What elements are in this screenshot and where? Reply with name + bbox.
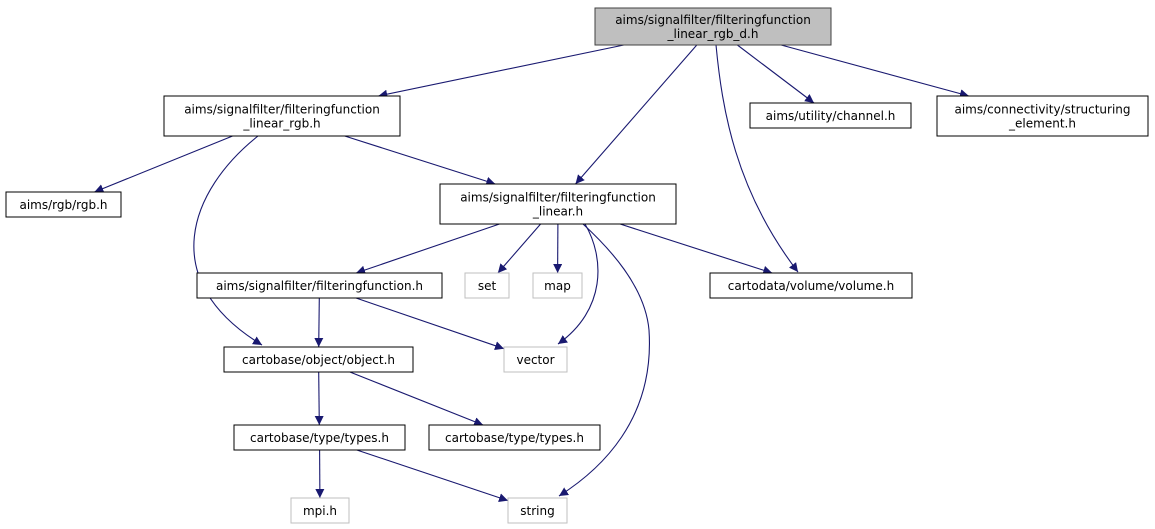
node-channel[interactable]: aims/utility/channel.h [749, 102, 912, 129]
node-label: aims/signalfilter/filteringfunction [460, 191, 656, 205]
node-set: set [464, 272, 510, 299]
node-label: map [544, 279, 571, 293]
node-label: aims/connectivity/structuring [954, 103, 1130, 117]
node-box [464, 272, 510, 299]
edge-root-to-volume [715, 44, 799, 273]
node-box [709, 272, 913, 299]
node-label: _element.h [1008, 117, 1076, 131]
node-label: _linear_rgb_d.h [667, 27, 759, 41]
edge-root-to-ff_linear [575, 44, 698, 185]
node-mpi: mpi.h [290, 497, 350, 524]
edge-ff_linear-to-set [497, 223, 542, 274]
nodes-layer: aims/signalfilter/filteringfunction_line… [5, 7, 1149, 524]
node-label: aims/rgb/rgb.h [19, 198, 107, 212]
node-label: aims/signalfilter/filteringfunction [615, 13, 811, 27]
edge-object-to-types2 [349, 371, 484, 426]
node-label: cartobase/type/types.h [250, 431, 389, 445]
node-label: cartobase/object/object.h [242, 353, 395, 367]
node-types1[interactable]: cartobase/type/types.h [233, 424, 406, 451]
node-string: string [507, 497, 568, 524]
edge-ff_linear-to-ff [355, 223, 500, 275]
node-label: string [520, 504, 554, 518]
node-box [233, 424, 406, 451]
edge-types1-to-string [356, 449, 509, 503]
node-label: _linear.h [532, 205, 583, 219]
node-vector: vector [503, 346, 568, 373]
edge-ff_linear-to-string [558, 223, 650, 497]
node-box [223, 346, 414, 373]
node-rgb[interactable]: aims/rgb/rgb.h [5, 191, 122, 218]
edge-ff_linear_rgb-to-object [193, 135, 263, 346]
node-box [507, 497, 568, 524]
edge-ff-to-object [314, 297, 324, 348]
node-label: set [478, 279, 497, 293]
node-box [749, 102, 912, 129]
edge-ff_linear_rgb-to-rgb [94, 135, 233, 193]
edge-root-to-channel [737, 44, 815, 104]
node-object[interactable]: cartobase/object/object.h [223, 346, 414, 373]
node-box [163, 95, 401, 137]
node-ff_linear[interactable]: aims/signalfilter/filteringfunction_line… [439, 183, 677, 225]
node-types2[interactable]: cartobase/type/types.h [428, 424, 601, 451]
node-box [5, 191, 122, 218]
node-box [439, 183, 677, 225]
node-volume[interactable]: cartodata/volume/volume.h [709, 272, 913, 299]
node-root[interactable]: aims/signalfilter/filteringfunction_line… [594, 7, 832, 46]
node-label: mpi.h [303, 504, 337, 518]
node-ff[interactable]: aims/signalfilter/filteringfunction.h [196, 272, 443, 299]
node-ff_linear_rgb[interactable]: aims/signalfilter/filteringfunction_line… [163, 95, 401, 137]
edges-layer [94, 44, 970, 503]
node-label: aims/utility/channel.h [766, 109, 896, 123]
node-label: vector [516, 353, 554, 367]
node-label: _linear_rgb.h [242, 117, 320, 131]
node-label: aims/signalfilter/filteringfunction [184, 103, 380, 117]
node-box [532, 272, 583, 299]
node-box [936, 95, 1149, 137]
node-box [290, 497, 350, 524]
edge-ff-to-vector [355, 297, 505, 351]
node-label: aims/signalfilter/filteringfunction.h [216, 279, 423, 293]
edge-ff_linear-to-volume [619, 223, 773, 275]
edge-object-to-types1 [314, 371, 324, 426]
node-box [594, 7, 832, 46]
edge-ff_linear_rgb-to-ff_linear [344, 135, 496, 186]
node-structuring[interactable]: aims/connectivity/structuring_element.h [936, 95, 1149, 137]
node-label: cartodata/volume/volume.h [728, 279, 894, 293]
edge-root-to-structuring [780, 44, 970, 98]
node-map: map [532, 272, 583, 299]
edge-root-to-ff_linear_rgb [378, 44, 625, 99]
node-label: cartobase/type/types.h [445, 431, 584, 445]
edge-ff_linear-to-vector [557, 223, 599, 345]
node-box [196, 272, 443, 299]
node-box [503, 346, 568, 373]
node-box [428, 424, 601, 451]
